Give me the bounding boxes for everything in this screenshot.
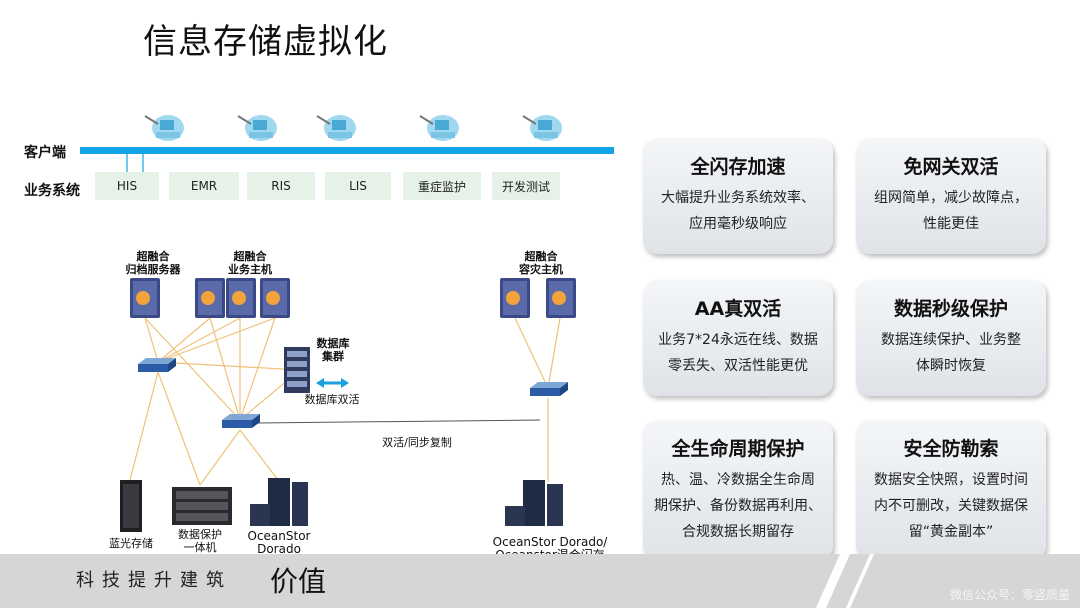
card-second-protection: 数据秒级保护 数据连续保护、业务整体瞬时恢复 (856, 280, 1046, 396)
card-title: 全闪存加速 (690, 156, 786, 178)
card-body: 数据安全快照，设置时间内不可删改，关键数据保留“黄金副本” (874, 472, 1028, 540)
double-arrow-icon (316, 378, 349, 388)
card-lifecycle: 全生命周期保护 热、温、冷数据全生命周期保护、备份数据再利用、合规数据长期留存 (643, 420, 833, 560)
card-all-flash: 全闪存加速 大幅提升业务系统效率、应用毫秒级响应 (643, 138, 833, 254)
footer-slogan-emphasis: 价值 (270, 565, 327, 598)
card-body: 组网简单，减少故障点，性能更佳 (874, 190, 1028, 232)
system-lis: LIS (325, 172, 391, 200)
card-ransomware: 安全防勒索 数据安全快照，设置时间内不可删改，关键数据保留“黄金副本” (856, 420, 1046, 560)
system-devtest: 开发测试 (492, 172, 560, 200)
system-ris: RIS (247, 172, 315, 200)
storage-icons (120, 478, 563, 532)
card-title: 全生命周期保护 (671, 438, 805, 460)
replication-label: 双活/同步复制 (382, 436, 452, 449)
connection-lines (129, 317, 561, 486)
client-label: 客户端 (24, 145, 66, 161)
card-body: 数据连续保护、业务整体瞬时恢复 (881, 332, 1021, 374)
card-title: 安全防勒索 (903, 438, 999, 460)
client-icons (144, 115, 562, 141)
card-body: 大幅提升业务系统效率、应用毫秒级响应 (661, 190, 815, 232)
card-body: 业务7*24永远在线、数据零丢失、双活性能更优 (658, 332, 818, 374)
page-title: 信息存储虚拟化 (143, 22, 388, 62)
db-active-active-label: 数据库双活 (304, 393, 360, 406)
server-icons (130, 278, 576, 318)
card-title: AA真双活 (694, 298, 782, 320)
archive-server-label: 超融合归档服务器 (125, 250, 181, 276)
system-emr: EMR (169, 172, 239, 200)
system-icu: 重症监护 (403, 172, 481, 200)
card-gateway-free: 免网关双活 组网简单，减少故障点，性能更佳 (856, 138, 1046, 254)
card-body: 热、温、冷数据全生命周期保护、备份数据再利用、合规数据长期留存 (654, 472, 822, 540)
footer-bar: 科技提升建筑 价值 微信公众号：零竖质量 (0, 554, 1080, 608)
card-title: 数据秒级保护 (893, 298, 1008, 320)
business-system-label: 业务系统 (24, 183, 80, 199)
footer-stripes (816, 554, 874, 608)
switch-icons (138, 358, 568, 428)
db-cluster-label: 数据库集群 (316, 337, 350, 363)
replication-line (257, 419, 541, 424)
network-bus (80, 147, 614, 154)
business-host-label: 超融合业务主机 (228, 250, 272, 276)
footer-slogan: 科技提升建筑 (76, 570, 232, 591)
database-cluster-icon (284, 347, 310, 393)
card-title: 免网关双活 (903, 156, 999, 178)
backup-appliance-label: 数据保护一体机 (178, 528, 222, 554)
dr-host-label: 超融合容灾主机 (519, 250, 563, 276)
system-his: HIS (95, 172, 159, 200)
watermark: 微信公众号：零竖质量 (949, 588, 1070, 602)
card-aa-active: AA真双活 业务7*24永远在线、数据零丢失、双活性能更优 (643, 280, 833, 396)
bluray-storage-label: 蓝光存储 (109, 537, 153, 550)
